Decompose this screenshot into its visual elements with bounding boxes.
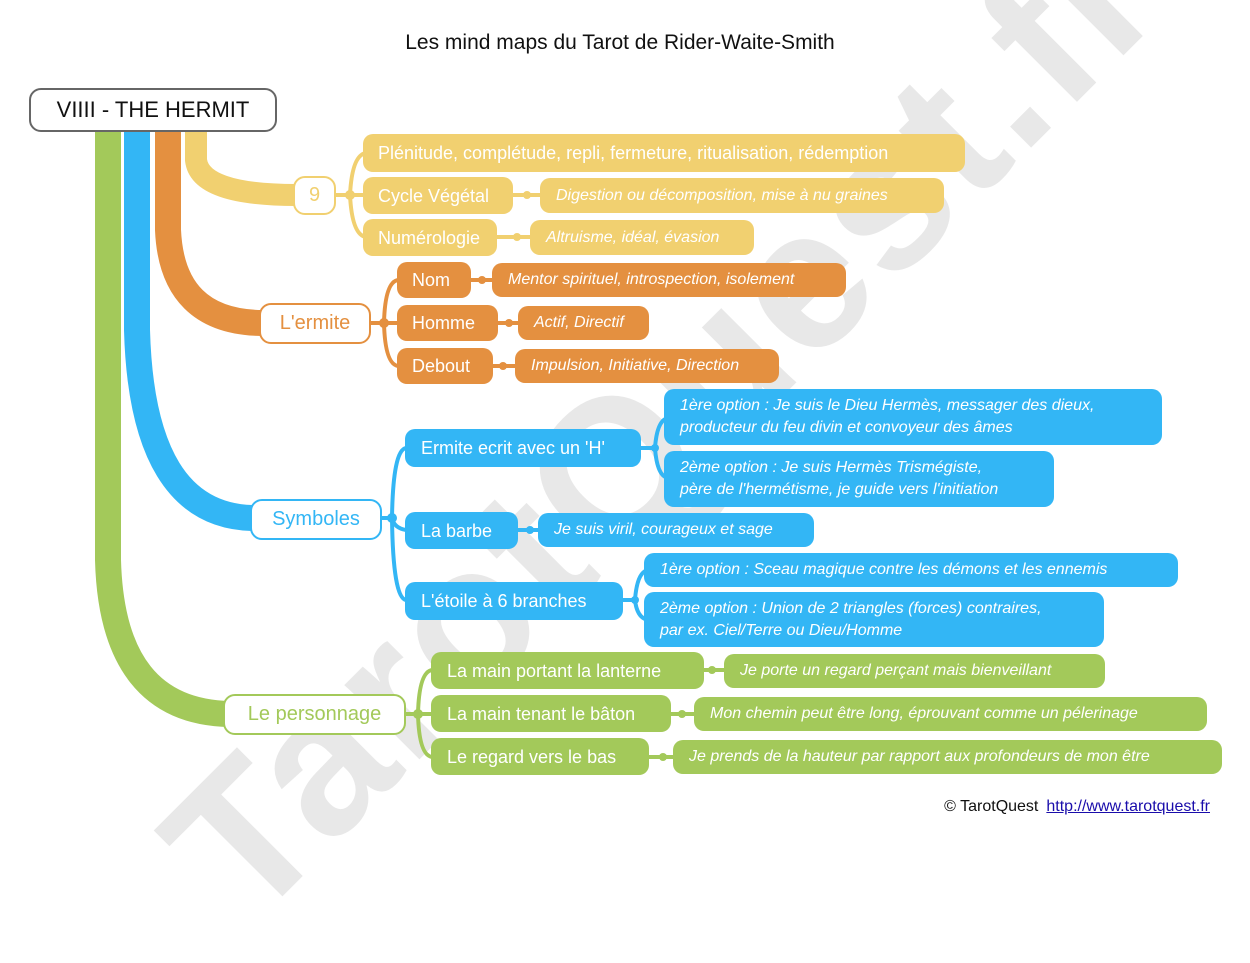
topic-main-baton[interactable]: La main tenant le bâton (431, 695, 671, 732)
detail-main-lanterne[interactable]: Je porte un regard perçant mais bienveil… (724, 654, 1105, 688)
option-hermes-messager[interactable]: 1ère option : Je suis le Dieu Hermès, me… (664, 389, 1162, 445)
topic-etoile[interactable]: L'étoile à 6 branches (405, 582, 623, 620)
central-topic[interactable]: VIIII - THE HERMIT (29, 88, 277, 132)
topic-cycle-vegetal[interactable]: Cycle Végétal (363, 177, 513, 214)
detail-barbe[interactable]: Je suis viril, courageux et sage (538, 513, 814, 547)
detail-debout[interactable]: Impulsion, Initiative, Direction (515, 349, 779, 383)
topic-barbe[interactable]: La barbe (405, 512, 518, 549)
topic-numerologie[interactable]: Numérologie (363, 219, 497, 256)
copyright-text: © TarotQuest (944, 798, 1039, 815)
option-hermes-trismegiste[interactable]: 2ème option : Je suis Hermès Trismégiste… (664, 451, 1054, 507)
topic-plenitude[interactable]: Plénitude, complétude, repli, fermeture,… (363, 134, 965, 172)
detail-main-baton[interactable]: Mon chemin peut être long, éprouvant com… (694, 697, 1207, 731)
detail-homme[interactable]: Actif, Directif (518, 306, 649, 340)
footer: © TarotQuest http://www.tarotquest.fr (944, 798, 1210, 816)
topic-homme[interactable]: Homme (397, 305, 498, 341)
topic-regard-bas[interactable]: Le regard vers le bas (431, 738, 649, 775)
hub-numerology[interactable]: 9 (293, 176, 336, 215)
website-link[interactable]: http://www.tarotquest.fr (1046, 798, 1210, 815)
detail-numerologie[interactable]: Altruisme, idéal, évasion (530, 220, 754, 255)
option-line: 1ère option : Je suis le Dieu Hermès, me… (680, 397, 1095, 415)
topic-main-lanterne[interactable]: La main portant la lanterne (431, 652, 704, 689)
hub-personnage[interactable]: Le personnage (223, 694, 406, 735)
hub-symboles[interactable]: Symboles (250, 499, 382, 540)
option-line: 2ème option : Union de 2 triangles (forc… (660, 599, 1042, 617)
hub-lermite[interactable]: L'ermite (259, 303, 371, 344)
detail-cycle-vegetal[interactable]: Digestion ou décomposition, mise à nu gr… (540, 178, 944, 213)
page-title: Les mind maps du Tarot de Rider-Waite-Sm… (405, 31, 835, 54)
connector-lines (95, 130, 728, 761)
detail-regard-bas[interactable]: Je prends de la hauteur par rapport aux … (673, 740, 1222, 774)
option-line: producteur du feu divin et convoyeur des… (680, 419, 1013, 436)
topic-nom[interactable]: Nom (397, 262, 471, 298)
option-line: par ex. Ciel/Terre ou Dieu/Homme (660, 621, 903, 639)
option-line: père de l'hermétisme, je guide vers l'in… (680, 481, 999, 498)
topic-debout[interactable]: Debout (397, 348, 493, 384)
detail-nom[interactable]: Mentor spirituel, introspection, isoleme… (492, 263, 846, 297)
option-union-triangles[interactable]: 2ème option : Union de 2 triangles (forc… (644, 592, 1104, 647)
topic-ermite-h[interactable]: Ermite ecrit avec un 'H' (405, 429, 641, 467)
option-sceau-magique[interactable]: 1ère option : Sceau magique contre les d… (644, 553, 1178, 587)
option-line: 2ème option : Je suis Hermès Trismégiste… (680, 459, 983, 477)
